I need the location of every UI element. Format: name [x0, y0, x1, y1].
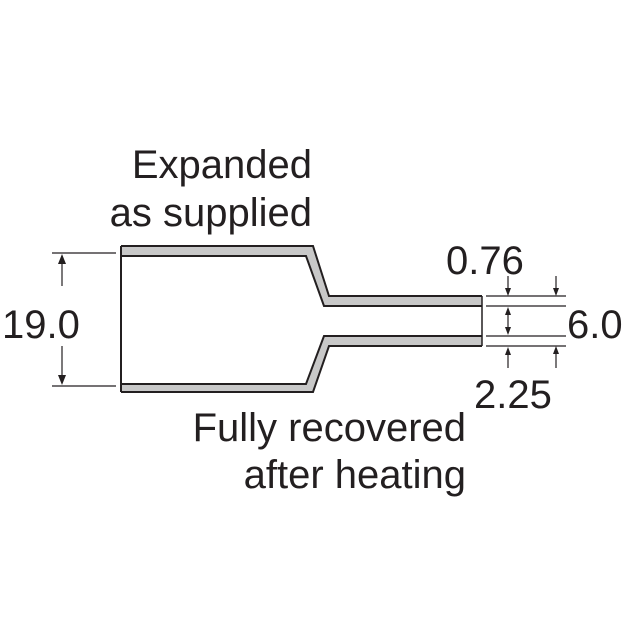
tube-top-wall-outer — [121, 245, 482, 297]
dimension-expanded-diameter — [52, 252, 116, 387]
tube-bottom-wall-outer — [121, 345, 482, 393]
label-expanded-line1: Expanded — [132, 143, 312, 187]
tube-top-wall-inner — [121, 255, 482, 307]
dim-wall-expanded-value: 0.76 — [446, 239, 524, 283]
arrowhead-down — [58, 375, 66, 385]
wall-dim-top-arrow — [505, 288, 511, 296]
arrowhead-up — [58, 254, 66, 264]
label-expanded-line2: as supplied — [110, 191, 312, 235]
dim-expanded-diameter-value: 19.0 — [2, 303, 80, 347]
tube-top-wall-fill — [121, 246, 482, 306]
dim-wall-recovered-value: 2.25 — [474, 373, 552, 417]
wall-dim-mid-arrow-up — [505, 307, 511, 315]
tube-bottom-wall — [121, 335, 482, 393]
tube-bottom-wall-inner — [121, 335, 482, 385]
wall-dim-mid-arrow-down — [505, 327, 511, 335]
tube-top-wall — [121, 245, 482, 307]
tube-bottom-wall-fill — [121, 336, 482, 392]
dimension-right-group — [486, 276, 566, 368]
label-recovered-line1: Fully recovered — [193, 406, 466, 450]
dim-recovered-diameter-value: 6.0 — [567, 303, 623, 347]
dia-dim-bottom-arrow — [553, 346, 559, 354]
wall-dim-bottom-arrow — [505, 347, 511, 355]
dia-dim-top-arrow — [553, 288, 559, 296]
label-recovered-line2: after heating — [244, 453, 466, 497]
